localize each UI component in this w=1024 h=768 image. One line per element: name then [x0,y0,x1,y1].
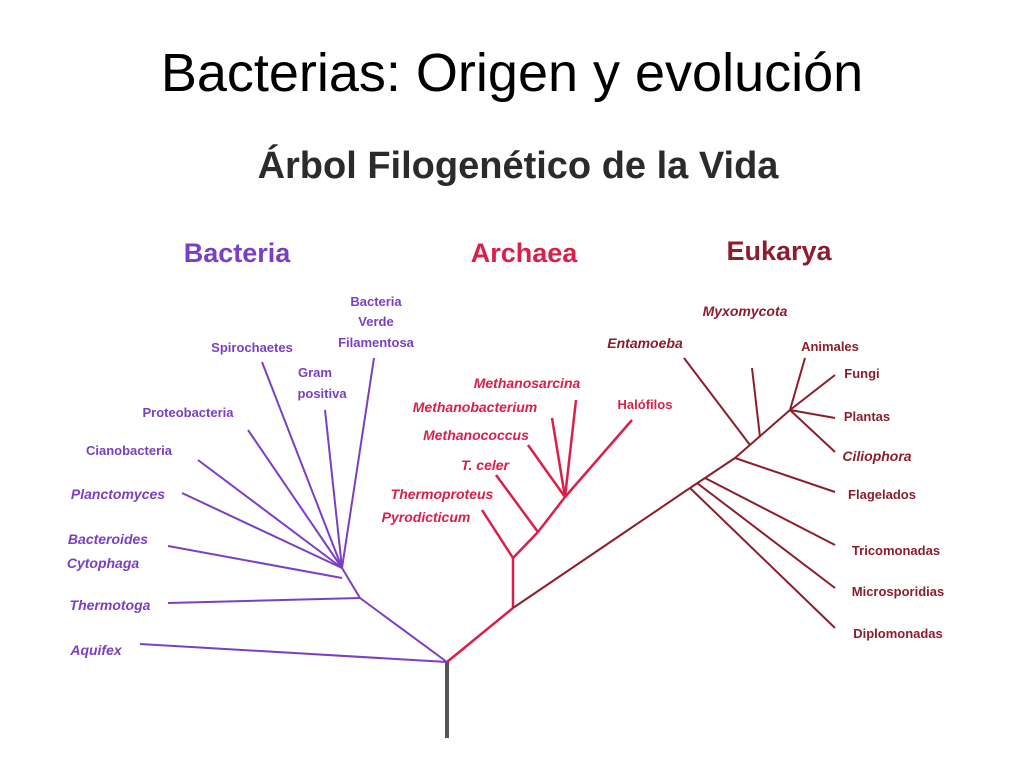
label-plantas: Plantas [844,409,890,424]
label-spirochaetes: Spirochaetes [211,340,293,355]
branch-spirochaetes [261,361,343,569]
branch-methanococcus [526,444,567,498]
label-entamoeba: Entamoeba [607,335,683,351]
branch-microsporidias [696,482,836,589]
branch-halofilos [564,419,633,498]
label-aquifex: Aquifex [69,642,123,658]
label-halofilos: Halófilos [618,397,673,412]
label-diplomonadas: Diplomonadas [853,626,943,641]
branch-eukarya-trunk [512,487,691,609]
branch-methanobacterium [550,417,567,498]
branch-bacteria-trunk [359,597,448,663]
domain-eukarya-label: Eukarya [726,236,832,266]
branch-cianobacteria [197,459,343,569]
domain-bacteria-label: Bacteria [184,238,292,268]
label-flagelados: Flagelados [848,487,916,502]
eukarya-branches [512,357,836,629]
label-pyrodicticum: Pyrodicticum [382,509,471,525]
label-bacteria-verde-3: Filamentosa [338,335,415,350]
slide-title: Bacterias: Origen y evolución [160,43,864,103]
label-thermotoga: Thermotoga [70,597,151,613]
branch-eukarya-crown [734,409,791,459]
branch-aquifex [139,643,448,663]
branch-gram-positiva [324,409,343,569]
label-bacteria-verde-1: Bacteria [350,294,402,309]
archaea-branches [446,399,633,663]
bacteria-labels: Bacteria Verde Filamentosa Spirochaetes … [67,294,415,658]
branch-tricomonadas [704,477,836,546]
branch-thermoproteus [480,509,515,559]
label-bacteria-verde-2: Verde [358,314,393,329]
branch-archaea-mid2 [537,496,566,533]
branch-fungi [789,374,836,411]
diagram-title: Árbol Filogenético de la Vida [258,143,780,187]
bacteria-branches [139,357,448,663]
label-microsporidias: Microsporidias [852,584,944,599]
branch-archaea-trunk [446,607,514,663]
branch-entamoeba [683,357,751,446]
label-ciliophora: Ciliophora [842,448,911,464]
label-gram-positiva-2: positiva [297,386,347,401]
branch-bacteroides [167,545,343,579]
label-gram-positiva-1: Gram [298,365,332,380]
label-methanosarcina: Methanosarcina [474,375,581,391]
label-fungi: Fungi [844,366,879,381]
branch-animales [789,357,806,411]
label-methanobacterium: Methanobacterium [413,399,537,415]
label-t-celer: T. celer [461,457,511,473]
label-tricomonadas: Tricomonadas [852,543,940,558]
label-cytophaga: Cytophaga [67,555,140,571]
label-methanococcus: Methanococcus [423,427,529,443]
branch-proteobacteria [247,429,343,569]
label-planctomyces: Planctomyces [71,486,165,502]
label-bacteroides: Bacteroides [68,531,148,547]
branch-diplomonadas [689,487,836,629]
archaea-labels: Methanosarcina Methanobacterium Halófilo… [382,375,673,525]
label-myxomycota: Myxomycota [703,303,788,319]
label-animales: Animales [801,339,859,354]
branch-plantas [789,409,836,419]
branch-flagelados [734,457,836,493]
branch-bacteria-verde [341,357,375,569]
branch-myxomycota [751,367,761,438]
branch-methanosarcina [563,399,578,498]
label-proteobacteria: Proteobacteria [142,405,234,420]
label-cianobacteria: Cianobacteria [86,443,173,458]
branch-thermotoga [167,597,361,604]
branch-t-celer [494,474,540,533]
branch-bacteria-upper [341,567,361,599]
eukarya-labels: Myxomycota Entamoeba Animales Fungi Plan… [607,303,944,641]
branch-ciliophora [789,409,836,453]
branch-planctomyces [181,492,343,569]
domain-archaea-label: Archaea [471,238,579,268]
label-thermoproteus: Thermoproteus [391,486,494,502]
branch-archaea-mid [512,531,539,559]
